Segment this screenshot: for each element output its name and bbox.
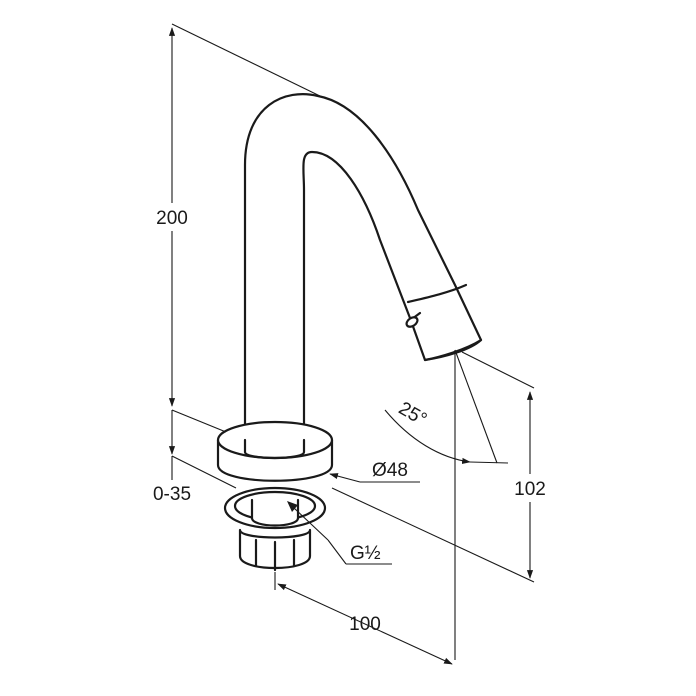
dimension-projection-100: 100	[274, 572, 453, 665]
dimension-diameter-48: Ø48	[329, 460, 420, 483]
spout-outline	[243, 93, 483, 454]
base-flange	[216, 420, 334, 482]
dimension-thread: G½	[287, 501, 392, 565]
dimension-angle-25: 25°	[384, 349, 509, 660]
dimension-offset-0-35: 0-35	[153, 410, 237, 505]
diameter-label: Ø48	[372, 460, 408, 481]
spout-collar-line	[406, 283, 468, 304]
height-label: 200	[156, 208, 188, 229]
dimension-height-200: 200	[150, 23, 323, 433]
projection-label: 100	[349, 614, 381, 635]
sensor-pin	[405, 311, 422, 328]
nozzle-opening	[423, 338, 483, 362]
mounting-washer	[223, 486, 327, 530]
spout-height-label: 102	[514, 479, 546, 500]
faucet-body	[216, 93, 483, 572]
thread-label: G½	[350, 543, 381, 564]
dimension-height-102: 102	[331, 351, 552, 583]
threaded-shank	[238, 528, 312, 572]
offset-label: 0-35	[153, 484, 191, 505]
